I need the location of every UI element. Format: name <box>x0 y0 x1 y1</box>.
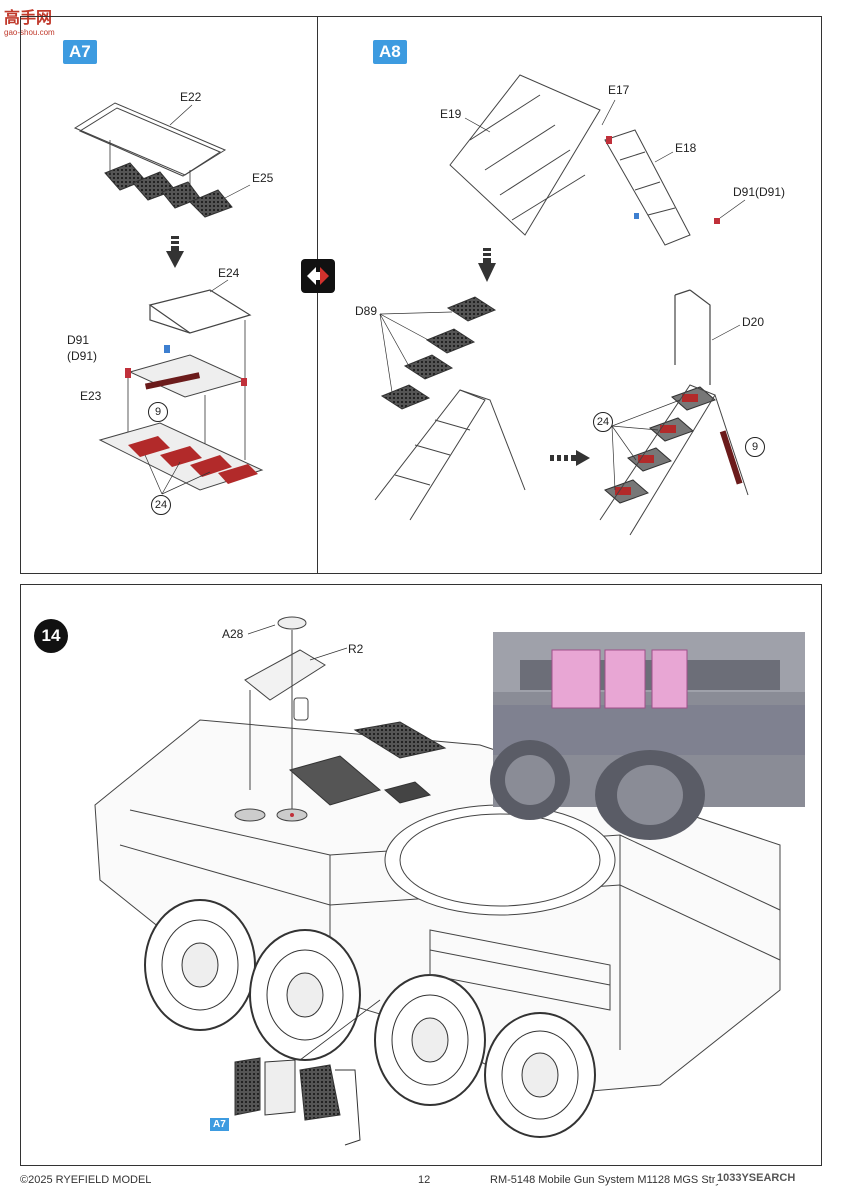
decal-callout-24: 24 <box>151 495 171 515</box>
part-label-e17: E17 <box>608 83 630 97</box>
footer-copyright: ©2025 RYEFIELD MODEL <box>20 1174 152 1186</box>
a8-ladder-frame <box>374 389 526 521</box>
part-label-e24: E24 <box>218 266 240 280</box>
vehicle-wheels <box>144 899 596 1138</box>
a7-step-middle <box>125 345 247 398</box>
footer-product-title: RM-5148 Mobile Gun System M1128 MGS Stry… <box>490 1174 737 1186</box>
inset-detail-render <box>490 632 805 840</box>
part-label-e25: E25 <box>252 171 274 185</box>
part-label-e18: E18 <box>675 141 697 155</box>
vehicle-side-rack <box>429 929 611 1011</box>
a8-steps-d89 <box>380 296 497 410</box>
step-badge-a8: A8 <box>373 40 407 64</box>
search-watermark: 1033YSEARCH <box>715 1172 798 1184</box>
a7-grates-e25 <box>104 162 233 218</box>
step-ref-badge-a7: A7 <box>210 1118 229 1131</box>
a8-handrail-d20 <box>674 289 711 385</box>
a7-frame-e22 <box>73 102 227 177</box>
vehicle-roof-grates <box>288 721 447 806</box>
a7-bottom-step-red <box>98 422 264 491</box>
part-label-e22: E22 <box>180 90 202 104</box>
a8-assembled-steps <box>599 384 749 536</box>
swap-direction-icon <box>301 259 335 293</box>
decal-callout-24: 24 <box>593 412 613 432</box>
panel-step-14 <box>20 584 822 1166</box>
part-label-a28: A28 <box>222 627 244 641</box>
site-watermark-logo: 高手网 gao-shou.com <box>4 10 55 37</box>
a7-down-arrow <box>166 236 184 268</box>
a7-leader-lines <box>144 104 251 495</box>
a7-handrail-e24 <box>148 289 252 334</box>
step-number-14: 14 <box>34 619 68 653</box>
a8-blue-part <box>634 213 639 219</box>
a8-ladder-e18 <box>604 129 691 246</box>
step-ladder-a7-part <box>234 999 381 1146</box>
footer-page-number: 12 <box>418 1174 431 1186</box>
part-label-d20: D20 <box>742 315 765 329</box>
a8-down-arrow <box>478 248 496 282</box>
a8-dashed-arrow <box>550 450 590 466</box>
part-label-d89: D89 <box>355 304 378 318</box>
a8-red-part-d91 <box>714 218 720 224</box>
part-label-d91-d91: D91(D91) <box>733 185 786 199</box>
panel-a8 <box>317 16 822 574</box>
part-label-e23: E23 <box>80 389 102 403</box>
part-label-r2: R2 <box>348 642 364 656</box>
a8-red-part <box>606 136 612 144</box>
step-badge-a7: A7 <box>63 40 97 64</box>
part-label-d91: D91 <box>67 333 90 347</box>
part-label-d91-alt: (D91) <box>67 349 98 363</box>
a8-leader-lines <box>379 99 746 491</box>
decal-callout-9: 9 <box>148 402 168 422</box>
step14-leader-lines <box>247 624 348 661</box>
decal-callout-9: 9 <box>745 437 765 457</box>
a8-ladder-e19 <box>449 74 601 236</box>
part-label-e19: E19 <box>440 107 462 121</box>
vehicle-parts-a28-r2 <box>234 616 326 822</box>
